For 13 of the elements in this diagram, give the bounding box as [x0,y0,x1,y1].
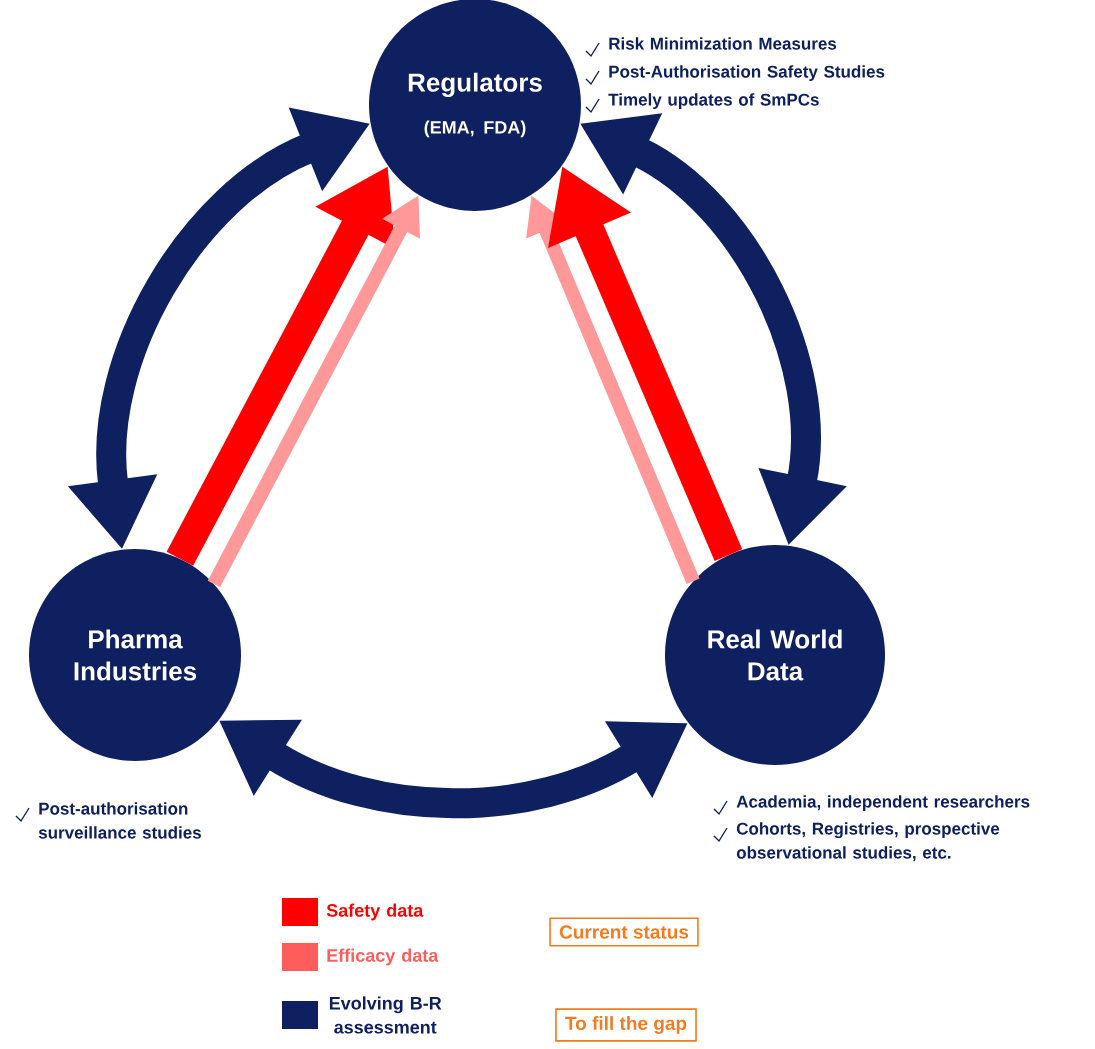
status-box: Current status [549,917,699,947]
circle-node: Real World Data [665,545,885,765]
bullet-text: Risk Minimization Measures [609,37,837,50]
legend-text: Evolving B-R assessment [329,996,442,1034]
bullet-text: Timely updates of SmPCs [608,93,819,110]
bullet-text: Post-Authorisation Safety Studies [609,65,885,82]
circle-node: Pharma Industries [29,549,241,761]
bullet-text: Academia, independent researchers [736,795,1030,812]
legend-text: Safety data [326,903,424,921]
legend-text: Efficacy data [327,948,439,966]
status-box: To fill the gap [555,1008,697,1042]
bullet-text: Cohorts, Registries, prospective observational studies, etc. [736,822,1000,862]
bullet-text: Post-authorisation surveillance studies [38,802,201,839]
